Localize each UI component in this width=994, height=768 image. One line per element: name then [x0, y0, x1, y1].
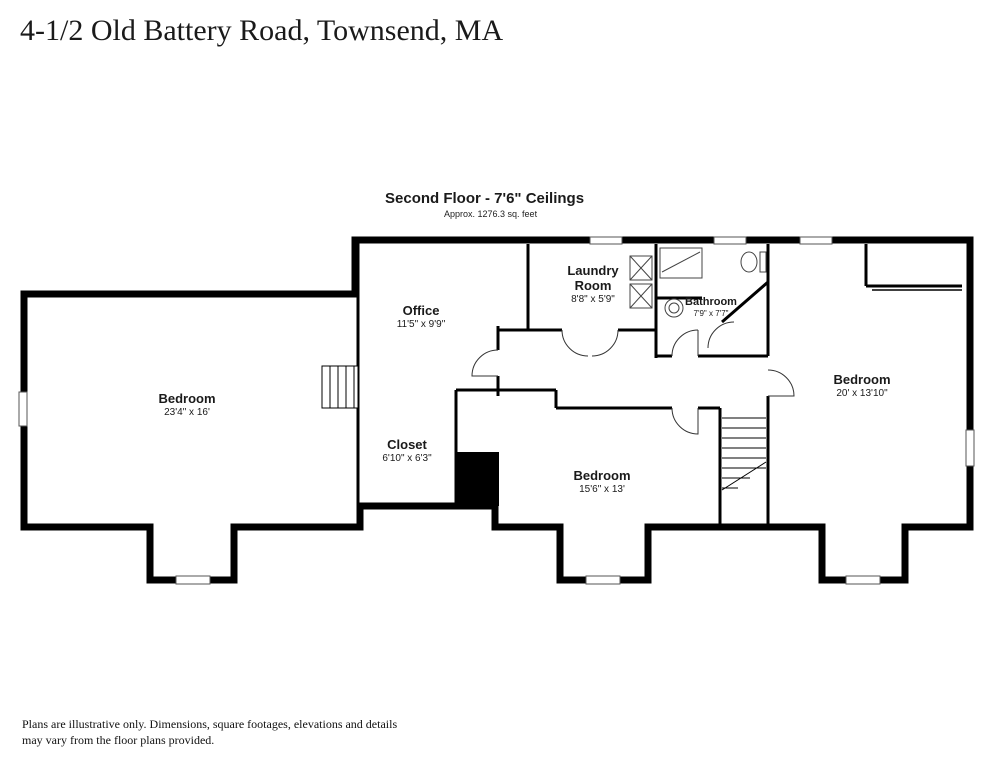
room-bedroom-left-name: Bedroom	[158, 391, 215, 406]
room-closet-dims: 6'10" x 6'3"	[382, 453, 432, 464]
bathroom-fixtures	[659, 247, 767, 318]
room-bedroom-left-dims: 23'4" x 16'	[164, 407, 210, 418]
room-laundry-dims: 8'8" x 5'9"	[571, 294, 615, 305]
room-bedroom-middle-dims: 15'6" x 13'	[579, 484, 625, 495]
doors	[471, 321, 795, 435]
room-bathroom-dims: 7'9" x 7'7"	[694, 309, 729, 318]
room-laundry-name-line2: Room	[575, 278, 612, 293]
room-labels: Bedroom 23'4" x 16' Office 11'5" x 9'9" …	[158, 263, 890, 495]
disclaimer-text: Plans are illustrative only. Dimensions,…	[22, 717, 398, 747]
windows	[18, 236, 975, 585]
stairs-right	[721, 417, 767, 491]
room-bedroom-right-name: Bedroom	[833, 372, 890, 387]
room-closet-name: Closet	[387, 437, 427, 452]
room-office-name: Office	[403, 303, 440, 318]
closet-fill	[457, 452, 499, 506]
room-bathroom-name: Bathroom	[685, 296, 737, 308]
stairs-left	[321, 365, 359, 409]
laundry-fixtures	[629, 255, 653, 309]
room-office-dims: 11'5" x 9'9"	[397, 319, 446, 330]
floor-title: Second Floor - 7'6" Ceilings	[385, 190, 585, 207]
room-laundry-name: Laundry	[567, 263, 619, 278]
floor-area: Approx. 1276.3 sq. feet	[444, 209, 538, 219]
interior-walls	[356, 240, 962, 524]
page-title: 4-1/2 Old Battery Road, Townsend, MA	[20, 14, 504, 47]
room-bedroom-right-dims: 20' x 13'10"	[836, 388, 888, 399]
room-bedroom-middle-name: Bedroom	[573, 468, 630, 483]
